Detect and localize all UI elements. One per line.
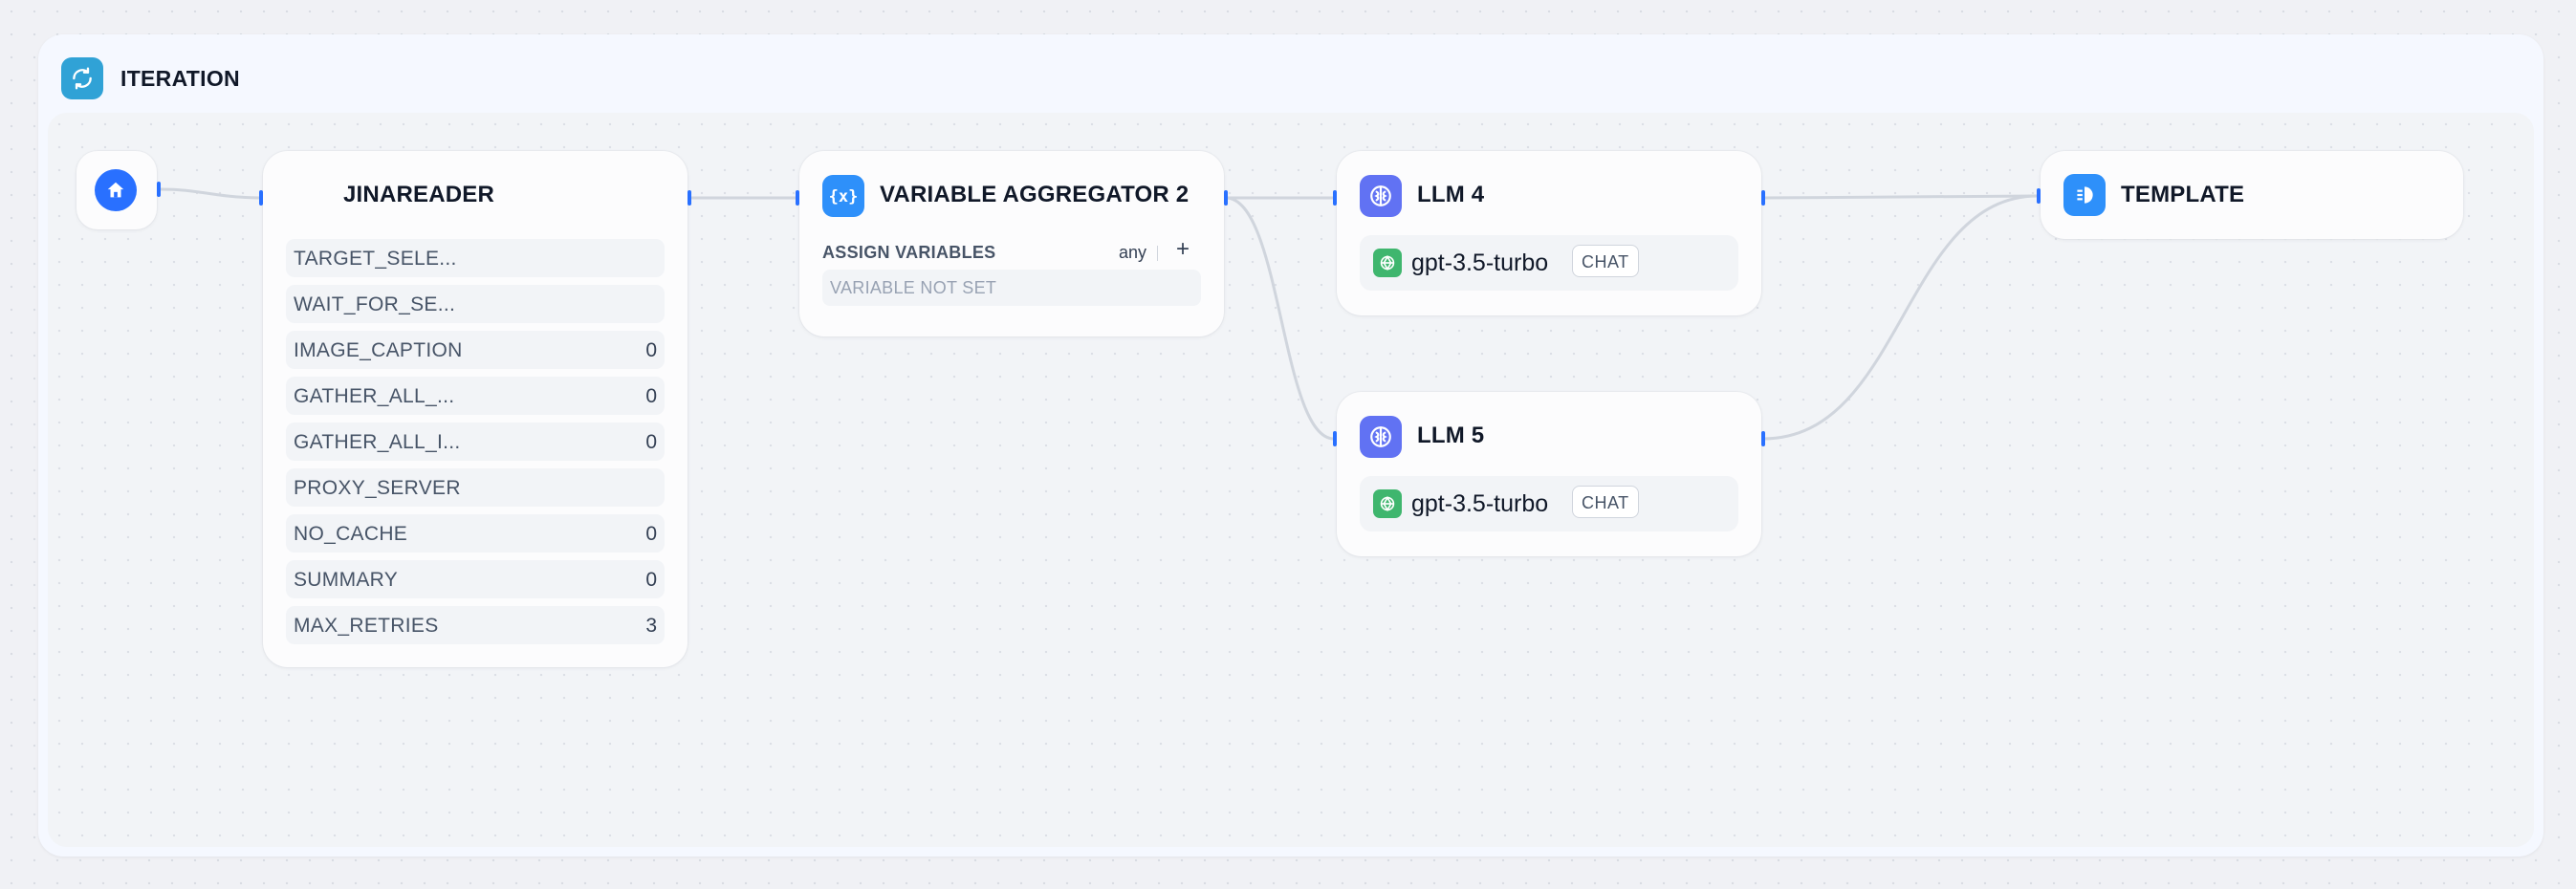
jinareader-param-row[interactable]: NO_CACHE 0 (286, 514, 665, 553)
openai-icon (1373, 489, 1402, 518)
llm4-title: LLM 4 (1417, 182, 1485, 207)
jinareader-param-row[interactable]: SUMMARY 0 (286, 560, 665, 598)
llm5-output-handle[interactable] (1761, 431, 1765, 446)
iteration-container[interactable]: ITERATION JINAREADER TARGET_SELE... WAIT_… (38, 34, 2543, 856)
param-name: NO_CACHE (294, 523, 408, 545)
param-name: TARGET_SELE... (294, 248, 457, 270)
jinareader-node[interactable]: JINAREADER TARGET_SELE... WAIT_FOR_SE... I… (263, 151, 688, 667)
iteration-title: ITERATION (120, 65, 240, 91)
type-divider (1157, 246, 1158, 261)
template-node[interactable]: TEMPLATE (2041, 151, 2463, 239)
home-icon (95, 169, 137, 211)
param-value: 0 (645, 523, 657, 545)
param-name: PROXY_SERVER (294, 477, 461, 499)
jinareader-output-handle[interactable] (688, 190, 691, 206)
param-name: WAIT_FOR_SE... (294, 293, 456, 315)
param-name: IMAGE_CAPTION (294, 339, 463, 361)
param-value: 0 (645, 339, 657, 361)
edge-aggregator-to-llm5 (1225, 196, 1335, 441)
jinareader-param-row[interactable]: GATHER_ALL_... 0 (286, 377, 665, 415)
llm4-input-handle[interactable] (1333, 190, 1337, 206)
jinareader-input-handle[interactable] (259, 190, 263, 206)
iteration-header: ITERATION (61, 57, 240, 99)
llm5-mode-badge: CHAT (1572, 486, 1639, 518)
openai-icon (1373, 249, 1402, 277)
param-value: 0 (645, 569, 657, 591)
add-variable-button[interactable]: + (1176, 236, 1190, 262)
jinareader-param-row[interactable]: MAX_RETRIES 3 (286, 606, 665, 644)
aggregator-input-handle[interactable] (796, 190, 799, 206)
iteration-canvas[interactable]: JINAREADER TARGET_SELE... WAIT_FOR_SE... I… (48, 113, 2534, 847)
variable-not-set-label: VARIABLE NOT SET (830, 278, 997, 297)
jinareader-param-row[interactable]: TARGET_SELE... (286, 239, 665, 277)
llm5-input-handle[interactable] (1333, 431, 1337, 446)
llm4-model-name: gpt-3.5-turbo (1411, 249, 1549, 276)
llm4-node[interactable]: LLM 4 gpt-3.5-turbo CHAT (1337, 151, 1761, 315)
loop-icon (61, 57, 103, 99)
template-input-handle[interactable] (2037, 188, 2041, 204)
brain-icon (1360, 175, 1402, 217)
llm5-model-selector[interactable]: gpt-3.5-turbo CHAT (1360, 476, 1738, 531)
aggregator-title: VARIABLE AGGREGATOR 2 (880, 182, 1190, 207)
edge-llm5-to-template (1762, 194, 2039, 441)
edges-layer (160, 187, 2039, 441)
jinareader-param-row[interactable]: IMAGE_CAPTION 0 (286, 331, 665, 369)
edge-start-to-jinareader (160, 187, 260, 200)
assign-variables-label: ASSIGN VARIABLES (822, 243, 996, 262)
param-name: SUMMARY (294, 569, 399, 591)
start-node[interactable] (76, 151, 157, 229)
jinareader-param-row[interactable]: PROXY_SERVER (286, 468, 665, 507)
jinareader-title: JINAREADER (343, 182, 495, 207)
llm5-title: LLM 5 (1417, 423, 1485, 448)
aggregator-output-handle[interactable] (1224, 190, 1228, 206)
aggregator-node[interactable]: {x} VARIABLE AGGREGATOR 2 ASSIGN VARIABL… (799, 151, 1224, 336)
start-output-handle[interactable] (157, 182, 161, 197)
template-icon (2063, 174, 2106, 216)
variable-empty-box: VARIABLE NOT SET (822, 270, 1201, 306)
llm4-mode-badge: CHAT (1572, 245, 1639, 277)
llm5-node[interactable]: LLM 5 gpt-3.5-turbo CHAT (1337, 392, 1761, 556)
brain-icon (1360, 416, 1402, 458)
svg-text:{x}: {x} (829, 187, 858, 206)
llm5-model-name: gpt-3.5-turbo (1411, 490, 1549, 517)
param-name: MAX_RETRIES (294, 615, 439, 637)
llm4-model-selector[interactable]: gpt-3.5-turbo CHAT (1360, 235, 1738, 291)
param-value: 0 (645, 431, 657, 453)
jinareader-param-row[interactable]: WAIT_FOR_SE... (286, 285, 665, 323)
variable-type-label[interactable]: any (1119, 243, 1147, 262)
template-title: TEMPLATE (2121, 182, 2245, 207)
param-value: 3 (645, 615, 657, 637)
param-name: GATHER_ALL_... (294, 385, 455, 407)
llm4-output-handle[interactable] (1761, 190, 1765, 206)
jinareader-param-row[interactable]: GATHER_ALL_I... 0 (286, 423, 665, 461)
param-name: GATHER_ALL_I... (294, 431, 461, 453)
param-value: 0 (645, 385, 657, 407)
variable-icon: {x} (822, 175, 864, 217)
edge-llm4-to-template (1762, 194, 2039, 200)
